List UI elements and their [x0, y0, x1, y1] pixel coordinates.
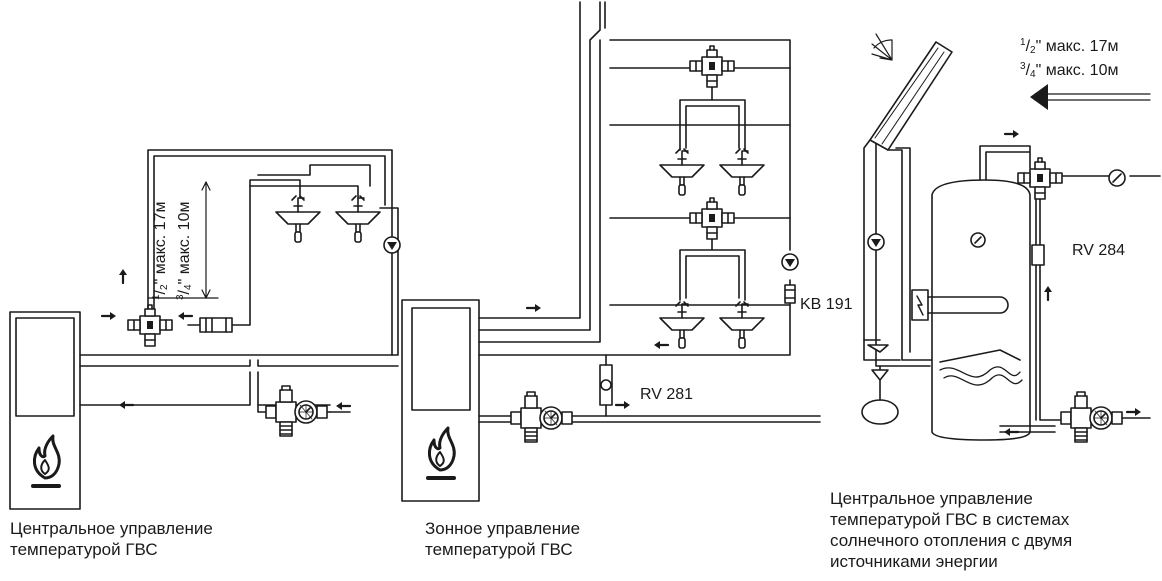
zone-system: [401, 1, 821, 502]
solar-system: [861, 33, 1161, 443]
pipe-size-half-label-right: 1/2" макс. 17м: [1020, 37, 1119, 56]
caption-central: Центральное управление температурой ГВС: [10, 519, 213, 559]
caption-solar: Центральное управление температурой ГВС …: [830, 489, 1073, 571]
pipe-size-3q-label: 3/4" макс. 10м: [175, 201, 194, 300]
rv284-label: RV 284: [1072, 242, 1126, 259]
kb191-label: KB 191: [800, 296, 853, 313]
caption-zone: Зонное управление температурой ГВС: [425, 519, 581, 559]
central-system: [9, 149, 401, 510]
pipe-size-3q-label-right: 3/4" макс. 10м: [1020, 61, 1119, 80]
pipe-size-half-label: 1/2" макс. 17м: [151, 201, 170, 300]
rv281-label: RV 281: [640, 386, 694, 403]
